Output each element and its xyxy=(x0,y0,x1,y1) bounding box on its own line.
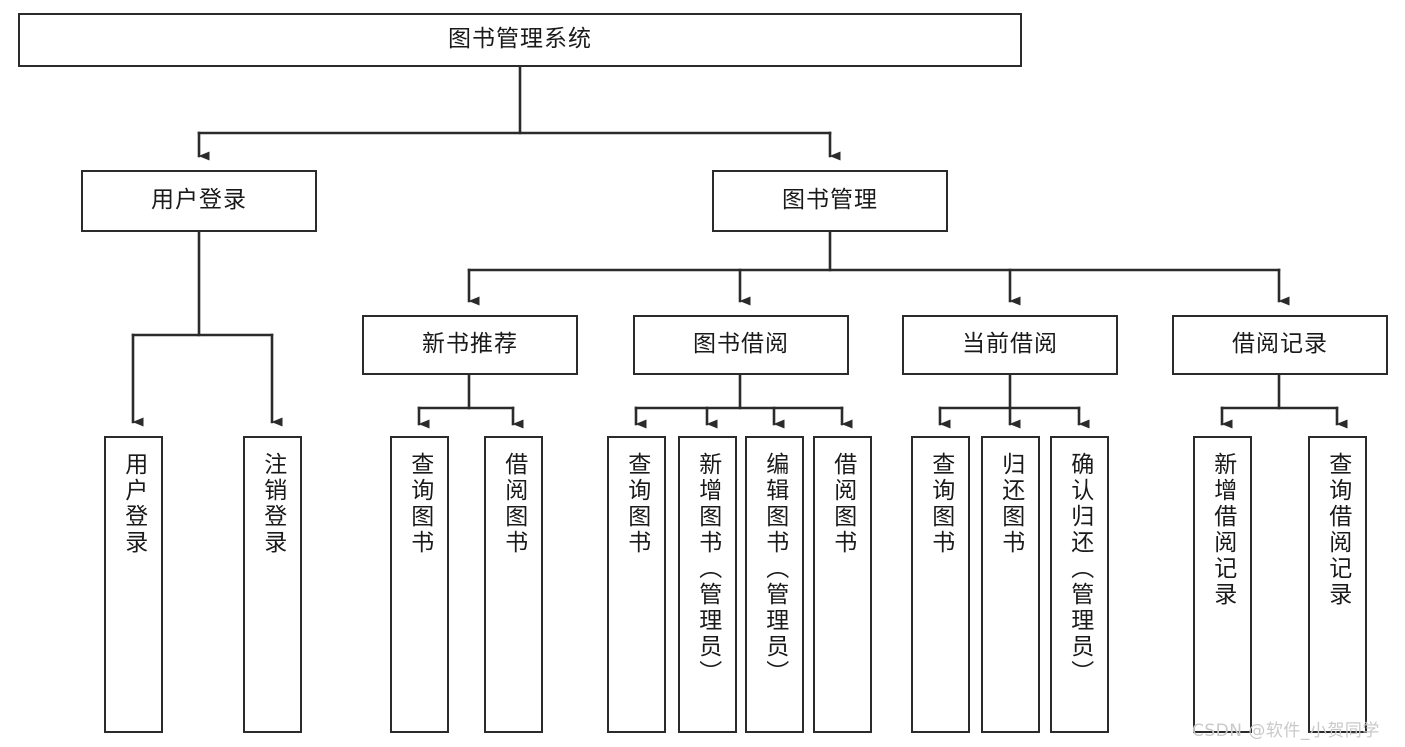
node-leaf-query-book-2[interactable]: 查询图书 xyxy=(607,436,666,733)
node-leaf-query-record-label: 查询借阅记录 xyxy=(1324,452,1351,608)
node-new-book-recommend-label: 新书推荐 xyxy=(422,331,518,358)
node-leaf-query-book-1[interactable]: 查询图书 xyxy=(390,436,449,733)
node-leaf-add-record-label: 新增借阅记录 xyxy=(1209,452,1236,608)
node-book-borrow-label: 图书借阅 xyxy=(693,331,789,358)
node-borrow-record-label: 借阅记录 xyxy=(1232,331,1328,358)
node-leaf-add-book[interactable]: 新增图书（管理员） xyxy=(678,436,737,733)
node-leaf-user-login[interactable]: 用户登录 xyxy=(104,436,163,733)
node-leaf-query-book-1-label: 查询图书 xyxy=(406,452,433,556)
node-book-borrow[interactable]: 图书借阅 xyxy=(633,315,849,375)
node-leaf-query-book-2-label: 查询图书 xyxy=(623,452,650,556)
node-user-login[interactable]: 用户登录 xyxy=(81,170,317,232)
node-book-manage[interactable]: 图书管理 xyxy=(712,170,948,232)
node-new-book-recommend[interactable]: 新书推荐 xyxy=(362,315,578,375)
node-leaf-query-record[interactable]: 查询借阅记录 xyxy=(1308,436,1367,733)
node-leaf-borrow-book-2[interactable]: 借阅图书 xyxy=(813,436,872,733)
node-leaf-confirm-return-label: 确认归还（管理员） xyxy=(1066,452,1093,686)
node-leaf-query-book-3-label: 查询图书 xyxy=(927,452,954,556)
node-leaf-return-book[interactable]: 归还图书 xyxy=(981,436,1040,733)
node-user-login-label: 用户登录 xyxy=(151,187,247,214)
node-current-borrow[interactable]: 当前借阅 xyxy=(902,315,1118,375)
node-leaf-add-record[interactable]: 新增借阅记录 xyxy=(1193,436,1252,733)
node-current-borrow-label: 当前借阅 xyxy=(962,331,1058,358)
node-root-label: 图书管理系统 xyxy=(448,26,592,53)
node-leaf-query-book-3[interactable]: 查询图书 xyxy=(911,436,970,733)
node-leaf-logout-label: 注销登录 xyxy=(259,452,286,556)
node-borrow-record[interactable]: 借阅记录 xyxy=(1172,315,1388,375)
node-leaf-edit-book-label: 编辑图书（管理员） xyxy=(761,452,788,686)
node-leaf-confirm-return[interactable]: 确认归还（管理员） xyxy=(1050,436,1109,733)
node-leaf-logout[interactable]: 注销登录 xyxy=(243,436,302,733)
node-leaf-edit-book[interactable]: 编辑图书（管理员） xyxy=(745,436,804,733)
node-leaf-add-book-label: 新增图书（管理员） xyxy=(694,452,721,686)
node-leaf-borrow-book-2-label: 借阅图书 xyxy=(829,452,856,556)
node-root[interactable]: 图书管理系统 xyxy=(18,13,1022,67)
node-leaf-borrow-book-1[interactable]: 借阅图书 xyxy=(484,436,543,733)
node-leaf-return-book-label: 归还图书 xyxy=(997,452,1024,556)
node-leaf-user-login-label: 用户登录 xyxy=(120,452,147,556)
node-leaf-borrow-book-1-label: 借阅图书 xyxy=(500,452,527,556)
node-book-manage-label: 图书管理 xyxy=(782,187,878,214)
watermark-text: CSDN @软件_小贺同学 xyxy=(1192,721,1380,741)
